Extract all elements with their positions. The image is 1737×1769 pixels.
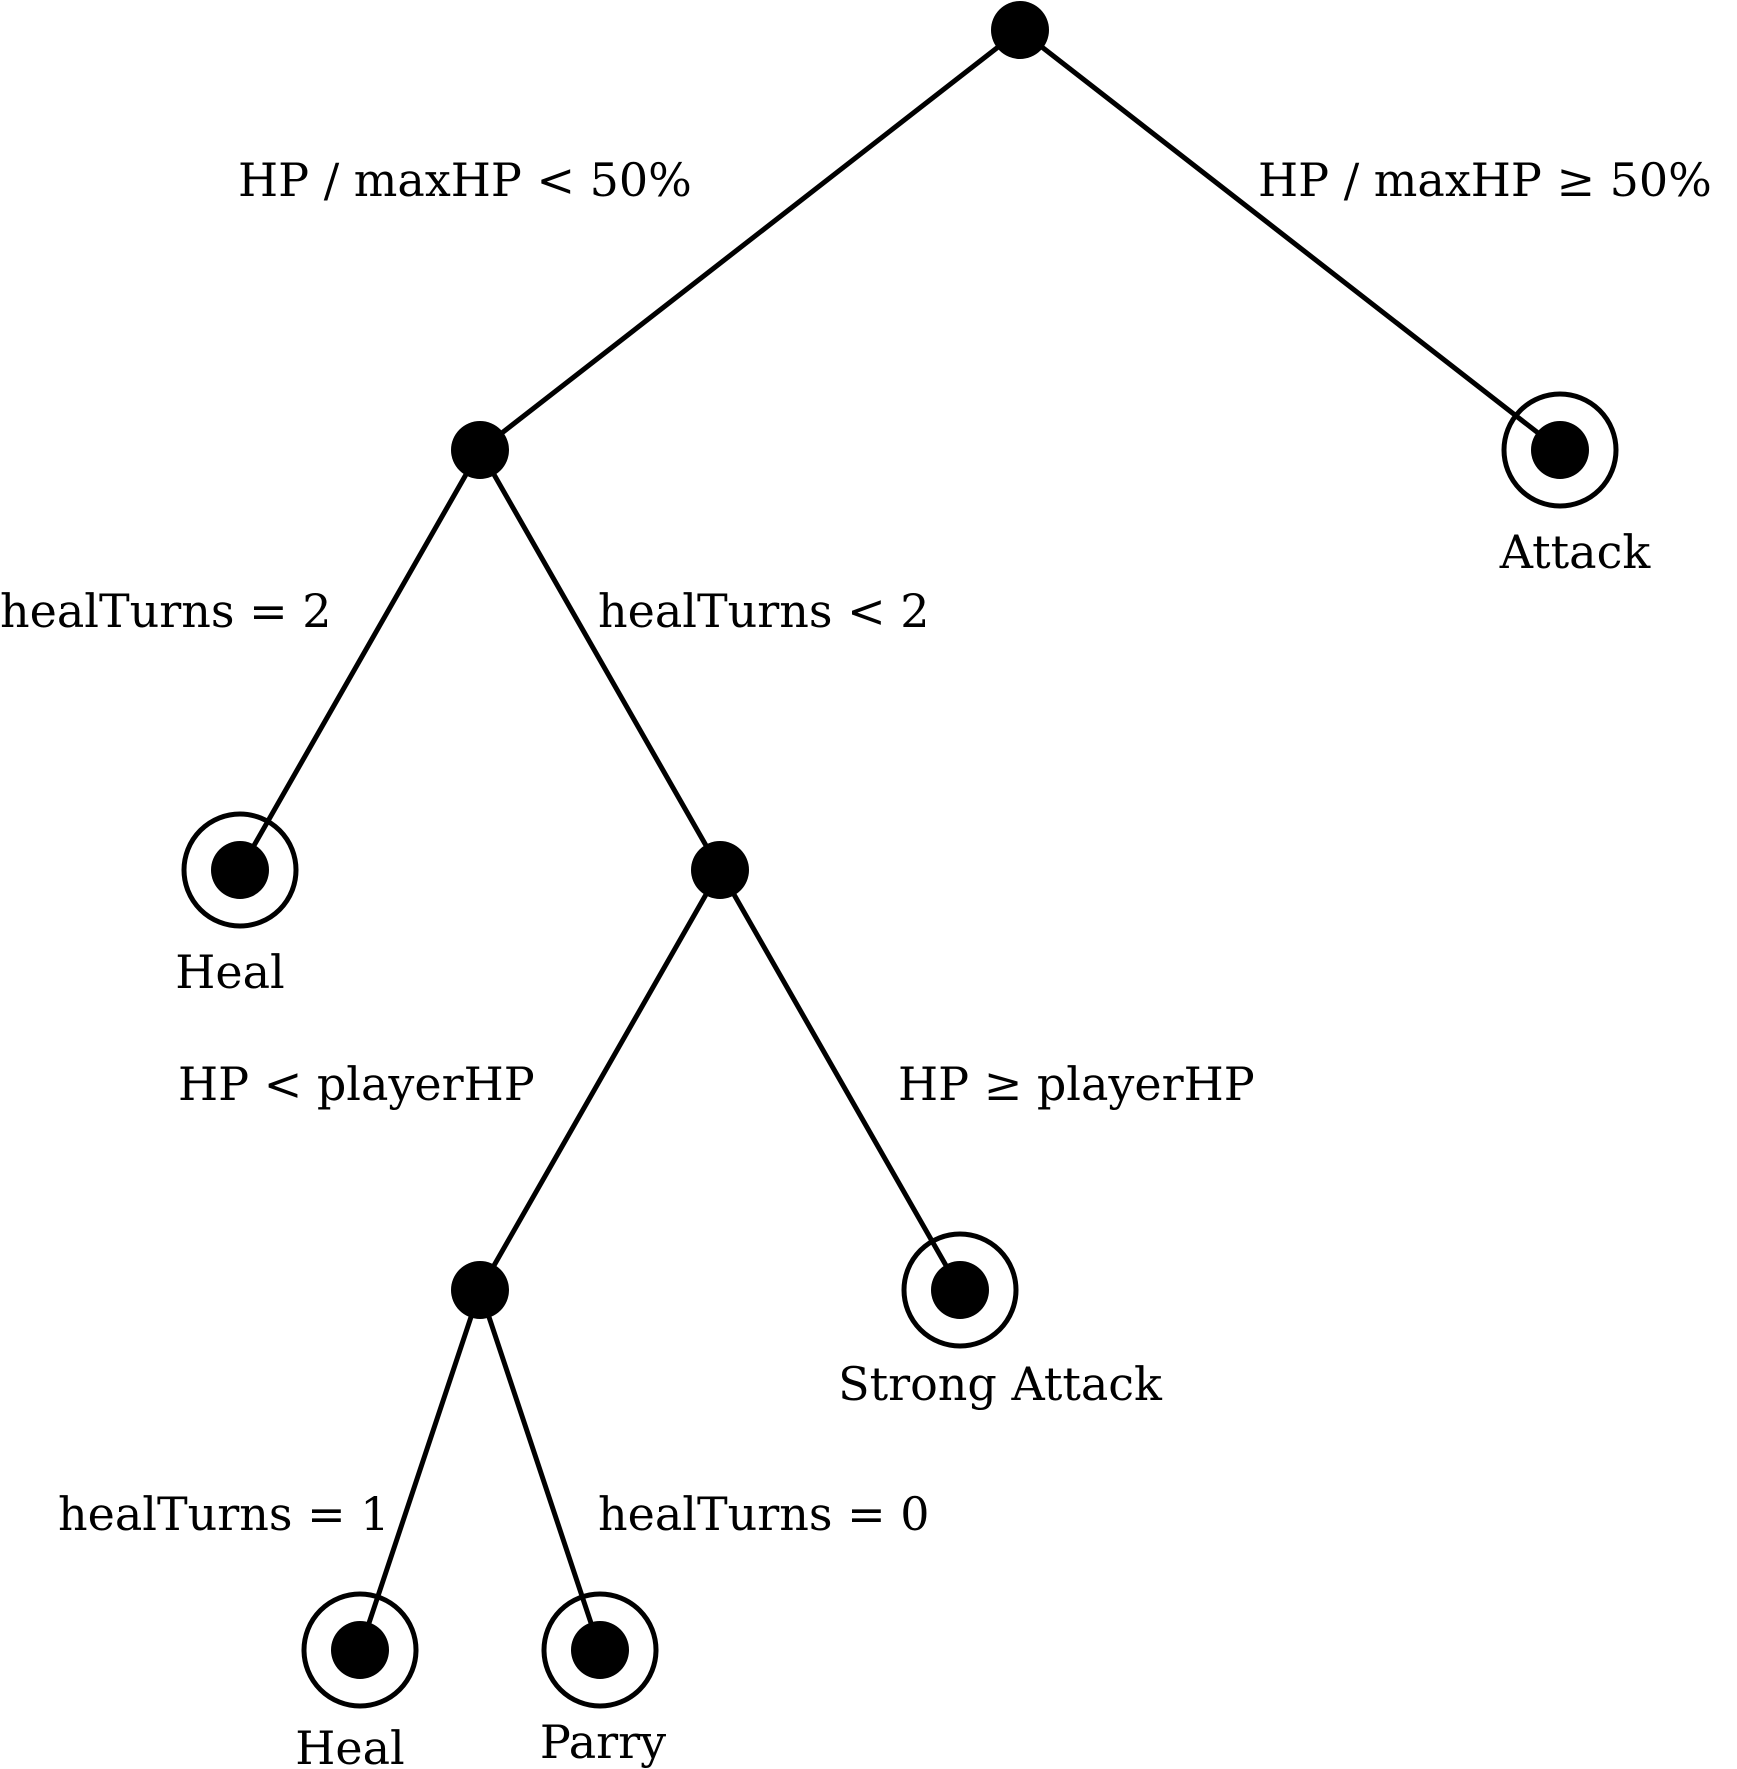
leaf-label-heal-1: Heal <box>175 945 284 999</box>
edge-label-n1-left: healTurns = 2 <box>0 584 332 638</box>
leaf-label-parry: Parry <box>540 1715 666 1769</box>
edge-root-right <box>1017 27 1563 453</box>
decision-node-hp-ratio <box>451 421 509 479</box>
leaf-node-attack <box>1501 391 1619 509</box>
edge-label-n3-right: healTurns = 0 <box>598 1487 930 1541</box>
edge-n2-left <box>477 867 723 1293</box>
edge-n1-left <box>237 447 483 873</box>
edge-n2-right <box>717 867 963 1293</box>
decision-node-root <box>991 1 1049 59</box>
leaf-label-strong-attack: Strong Attack <box>838 1357 1163 1411</box>
edge-n1-right <box>477 447 723 873</box>
decision-node-player-hp <box>451 1261 509 1319</box>
leaf-node-parry <box>541 1591 659 1709</box>
leaf-node-heal-1 <box>181 811 299 929</box>
edge-label-n3-left: healTurns = 1 <box>58 1487 390 1541</box>
edge-n3-left <box>357 1287 483 1653</box>
leaf-node-strong-attack <box>901 1231 1019 1349</box>
leaf-label-attack: Attack <box>1499 525 1652 579</box>
edge-label-n2-right: HP ≥ playerHP <box>898 1057 1255 1111</box>
edge-label-root-left: HP / maxHP < 50% <box>238 153 692 207</box>
edge-n3-right <box>477 1287 603 1653</box>
edge-label-n1-right: healTurns < 2 <box>598 584 930 638</box>
edge-label-n2-left: HP < playerHP <box>178 1057 535 1111</box>
leaf-node-heal-2 <box>301 1591 419 1709</box>
edge-root-left <box>477 27 1023 453</box>
decision-node-heal-turns <box>691 841 749 899</box>
leaf-label-heal-2: Heal <box>295 1721 404 1769</box>
edge-label-root-right: HP / maxHP ≥ 50% <box>1258 153 1712 207</box>
